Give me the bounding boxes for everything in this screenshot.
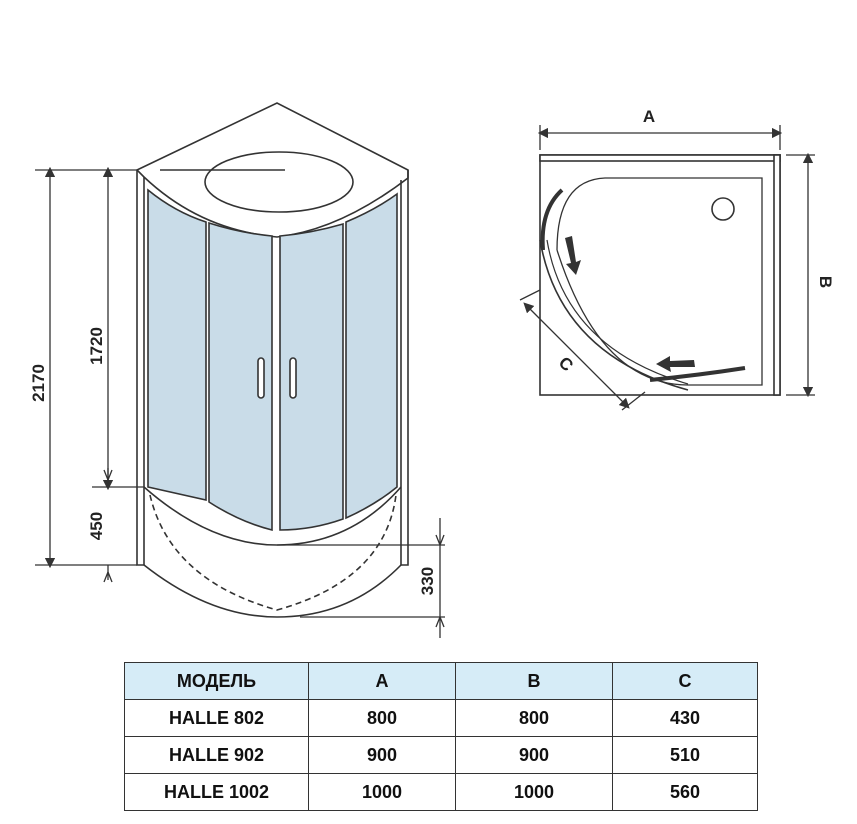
cabin-height-label: 1720 bbox=[87, 327, 106, 365]
cell-c: 560 bbox=[612, 773, 758, 811]
cell-c: 430 bbox=[612, 699, 758, 737]
drain-icon bbox=[711, 197, 735, 221]
depth-b-label: B bbox=[816, 276, 835, 288]
slide-arrow-left-icon bbox=[656, 356, 695, 372]
table-row: HALLE 902 900 900 510 bbox=[124, 736, 758, 774]
glass-left-door bbox=[208, 221, 273, 532]
width-a-label: A bbox=[643, 107, 655, 126]
shower-cabin-diagram: 2170 1720 450 330 A B C bbox=[29, 102, 835, 638]
cell-model: HALLE 902 bbox=[124, 736, 309, 774]
total-height-label: 2170 bbox=[29, 364, 48, 402]
slide-arrow-down-icon bbox=[565, 236, 581, 275]
glass-right-fixed bbox=[345, 192, 398, 520]
plan-dimensions bbox=[519, 125, 815, 411]
glass-left-fixed bbox=[147, 188, 207, 502]
door-handle-left bbox=[257, 357, 265, 399]
cell-model: HALLE 1002 bbox=[124, 773, 309, 811]
tray-height-label: 450 bbox=[87, 512, 106, 540]
table-row: HALLE 1002 1000 1000 560 bbox=[124, 773, 758, 811]
header-a: A bbox=[308, 662, 456, 700]
table-header-row: МОДЕЛЬ A B C bbox=[124, 662, 758, 700]
cell-c: 510 bbox=[612, 736, 758, 774]
cabin-plan-view bbox=[539, 154, 781, 396]
cell-a: 1000 bbox=[308, 773, 456, 811]
door-c-label: C bbox=[555, 353, 577, 375]
cabin-left-frame bbox=[136, 170, 145, 566]
height-dimensions bbox=[35, 166, 445, 638]
cell-b: 900 bbox=[455, 736, 613, 774]
cell-b: 800 bbox=[455, 699, 613, 737]
cabin-front-view bbox=[135, 102, 409, 618]
glass-right-door bbox=[279, 222, 344, 531]
header-b: B bbox=[455, 662, 613, 700]
cell-model: HALLE 802 bbox=[124, 699, 309, 737]
table-row: HALLE 802 800 800 430 bbox=[124, 699, 758, 737]
cabin-right-frame bbox=[400, 170, 409, 566]
header-model: МОДЕЛЬ bbox=[124, 662, 309, 700]
door-slide-arrows bbox=[565, 236, 695, 372]
door-handle-right bbox=[289, 357, 297, 399]
cell-a: 800 bbox=[308, 699, 456, 737]
door-c-line bbox=[523, 302, 630, 409]
roof-light bbox=[204, 151, 354, 213]
model-size-table: МОДЕЛЬ A B C HALLE 802 800 800 430 HALLE… bbox=[124, 662, 758, 811]
cell-b: 1000 bbox=[455, 773, 613, 811]
cell-a: 900 bbox=[308, 736, 456, 774]
tray-depth-label: 330 bbox=[418, 567, 437, 595]
header-c: C bbox=[612, 662, 758, 700]
